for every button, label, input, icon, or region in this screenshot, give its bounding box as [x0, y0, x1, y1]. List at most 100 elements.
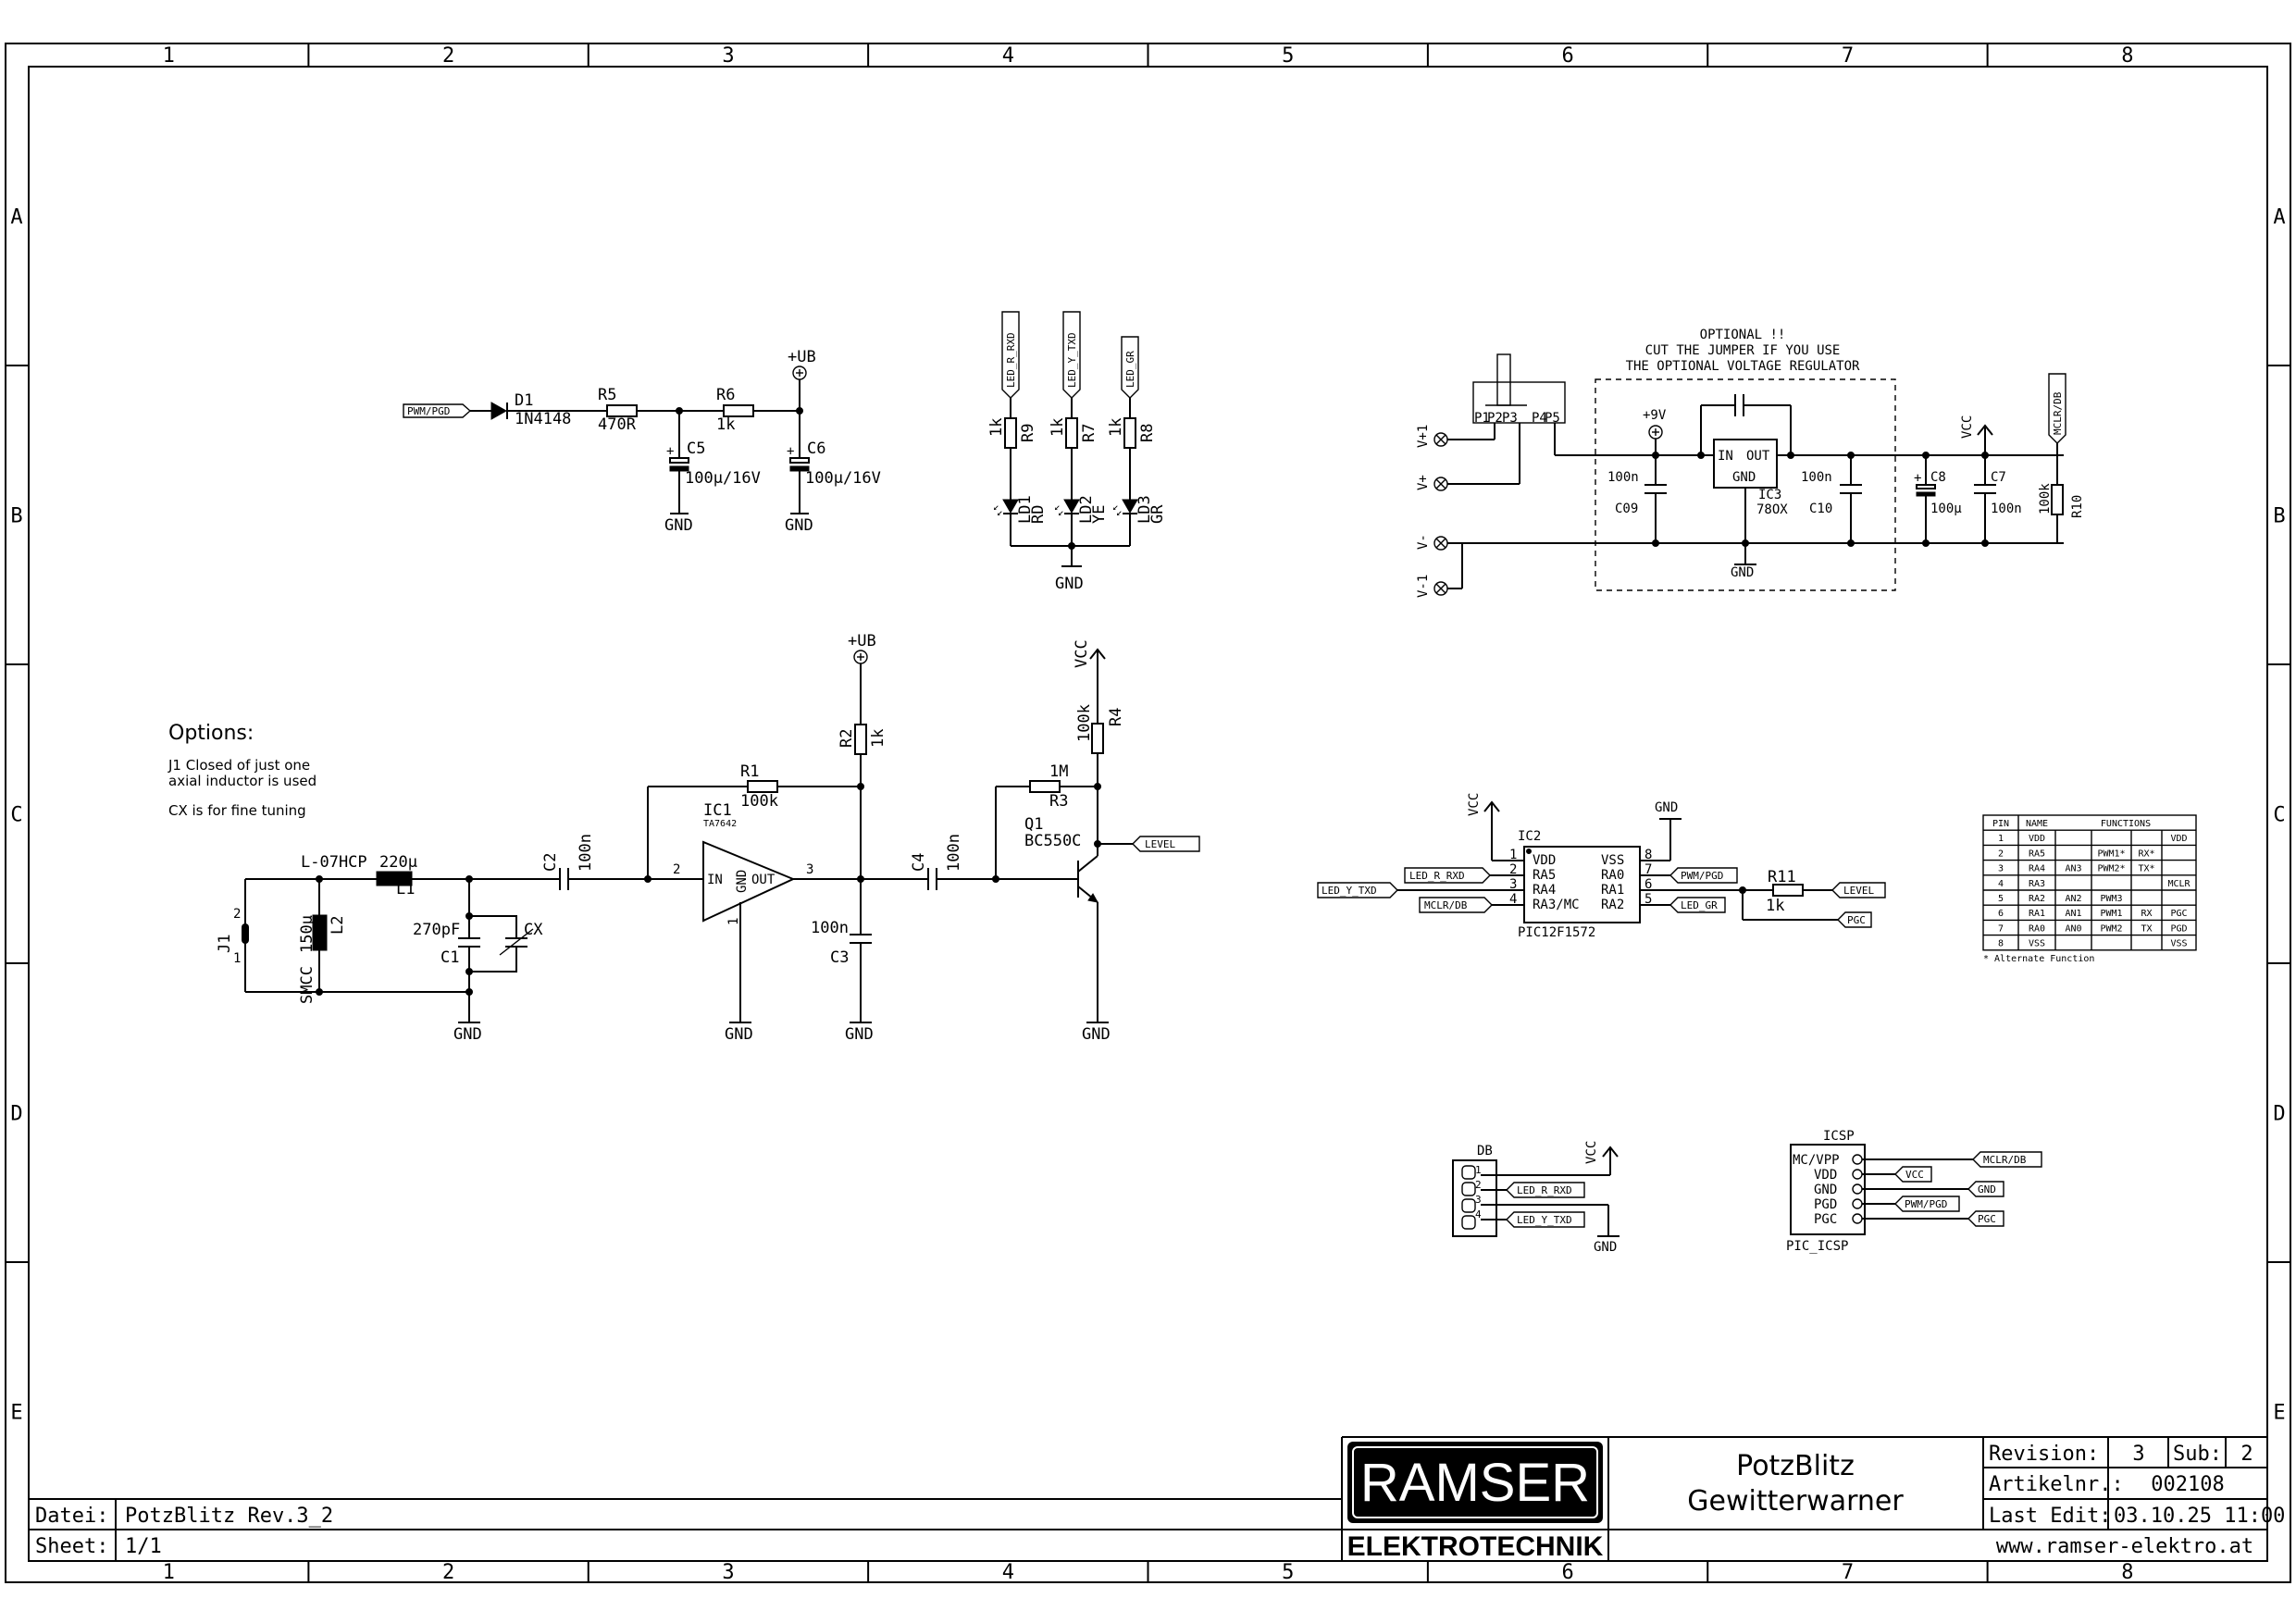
svg-text:1: 1 [1475, 1164, 1482, 1176]
sheet-number: 1/1 [125, 1535, 162, 1558]
svg-text:R10: R10 [2070, 495, 2085, 518]
svg-text:8: 8 [1644, 848, 1652, 862]
column-marker-4: 4 [1002, 1561, 1014, 1584]
svg-text:L1: L1 [396, 880, 415, 898]
table-cell: RX* [2138, 849, 2154, 859]
article-label: Artikelnr.: [1989, 1473, 2124, 1496]
svg-text:GND: GND [1978, 1183, 1996, 1196]
svg-text:RAMSER: RAMSER [1360, 1453, 1590, 1513]
svg-text:LD3: LD3 [1136, 495, 1154, 524]
svg-text:GND: GND [1082, 1025, 1111, 1044]
svg-text:LED_R_RXD: LED_R_RXD [1005, 332, 1017, 388]
svg-text:↙: ↙ [1116, 506, 1123, 518]
svg-text:BC550C: BC550C [1024, 832, 1081, 850]
svg-text:↙: ↙ [1054, 501, 1061, 513]
svg-text:R2: R2 [838, 729, 856, 748]
svg-text:GR: GR [1148, 504, 1167, 524]
svg-text:MCLR/DB: MCLR/DB [1424, 899, 1468, 911]
column-marker-2: 2 [442, 44, 454, 68]
svg-text:2: 2 [1475, 1179, 1482, 1191]
svg-text:LED_R_RXD: LED_R_RXD [1517, 1184, 1572, 1196]
svg-text:IC3: IC3 [1758, 488, 1781, 502]
svg-text:J1: J1 [216, 935, 234, 953]
svg-text:+UB: +UB [848, 632, 876, 650]
svg-text:1: 1 [233, 951, 241, 966]
svg-text:LED_Y_TXD: LED_Y_TXD [1517, 1214, 1572, 1226]
svg-text:Q1: Q1 [1024, 815, 1043, 834]
file-label: Datei: [35, 1505, 108, 1528]
svg-text:RA4: RA4 [1533, 883, 1556, 898]
svg-text:P5: P5 [1545, 411, 1560, 426]
row-marker-B: B [2273, 505, 2285, 528]
table-cell: VSS [2029, 939, 2045, 949]
svg-text:YE: YE [1090, 505, 1109, 524]
table-cell: 1 [1998, 834, 2004, 844]
svg-text:MC/VPP: MC/VPP [1793, 1153, 1840, 1168]
svg-text:7: 7 [1644, 862, 1652, 877]
signal-port-pwm-pgd [403, 403, 472, 418]
svg-text:V-: V- [1416, 534, 1431, 550]
svg-text:4: 4 [1475, 1208, 1482, 1220]
svg-text:V-1: V-1 [1416, 575, 1431, 598]
column-marker-1: 1 [163, 44, 175, 68]
row-marker-D: D [10, 1103, 22, 1126]
column-marker-4: 4 [1002, 44, 1014, 68]
svg-text:LED_GR: LED_GR [1681, 899, 1718, 911]
svg-text:VCC: VCC [1073, 639, 1091, 668]
svg-text:1N4148: 1N4148 [515, 410, 571, 428]
svg-text:VDD: VDD [1533, 853, 1556, 868]
svg-text:PGC: PGC [1814, 1212, 1837, 1227]
table-cell: RA3 [2029, 879, 2045, 889]
svg-text:L-07HCP: L-07HCP [301, 853, 367, 872]
drawing-frame [5, 43, 2291, 1583]
last-edit-label: Last Edit: [1989, 1505, 2111, 1528]
svg-text:CX: CX [524, 921, 543, 939]
svg-text:R4: R4 [1107, 708, 1125, 726]
table-cell: AN3 [2065, 864, 2081, 874]
svg-text:RA3/MC: RA3/MC [1533, 898, 1580, 912]
svg-text:P3: P3 [1502, 411, 1518, 426]
svg-text:R7: R7 [1080, 424, 1098, 442]
row-marker-D: D [2273, 1103, 2285, 1126]
table-cell: AN0 [2065, 923, 2081, 934]
svg-text:100n: 100n [1801, 470, 1832, 485]
table-cell: VDD [2029, 834, 2045, 844]
sub-label: Sub: [2173, 1443, 2222, 1466]
row-marker-C: C [2273, 804, 2285, 827]
row-marker-A: A [2273, 206, 2285, 229]
column-marker-3: 3 [722, 1561, 734, 1584]
svg-text:IN: IN [707, 873, 723, 887]
table-header: FUNCTIONS [2101, 819, 2151, 829]
svg-text:C1: C1 [441, 948, 459, 967]
title-block: Datei: PotzBlitz Rev.3_2 Sheet: 1/1 RAMS… [29, 1436, 2285, 1562]
svg-text:VDD: VDD [1814, 1168, 1837, 1183]
column-marker-5: 5 [1282, 44, 1294, 68]
table-cell: MCLR [2167, 879, 2191, 889]
column-marker-7: 7 [1842, 44, 1854, 68]
table-cell: 4 [1998, 879, 2004, 889]
svg-text:V+: V+ [1416, 475, 1431, 490]
svg-text:220µ: 220µ [379, 853, 417, 872]
svg-text:LED_GR: LED_GR [1124, 351, 1136, 388]
svg-text:R9: R9 [1019, 424, 1037, 442]
column-marker-3: 3 [722, 44, 734, 68]
svg-text:100n: 100n [945, 834, 963, 872]
svg-text:LED_Y_TXD: LED_Y_TXD [1322, 885, 1377, 897]
svg-text:R1: R1 [740, 762, 759, 781]
svg-text:RA1: RA1 [1601, 883, 1624, 898]
svg-text:C7: C7 [1991, 470, 2006, 485]
table-header: PIN [1992, 819, 2009, 829]
column-marker-1: 1 [163, 1561, 175, 1584]
icsp-connector: ICSP PIC_ICSP MC/VPP VDD GND PGD PGC MCL… [1786, 1129, 2042, 1254]
row-marker-E: E [10, 1402, 22, 1425]
svg-text:2: 2 [1509, 862, 1517, 877]
column-marker-8: 8 [2121, 44, 2133, 68]
table-cell: RA4 [2029, 864, 2045, 874]
table-cell: PWM2* [2097, 864, 2125, 874]
svg-text:C4: C4 [910, 853, 928, 872]
svg-text:3: 3 [806, 862, 813, 877]
sub-value: 2 [2240, 1443, 2253, 1466]
table-cell: RA5 [2029, 849, 2045, 859]
